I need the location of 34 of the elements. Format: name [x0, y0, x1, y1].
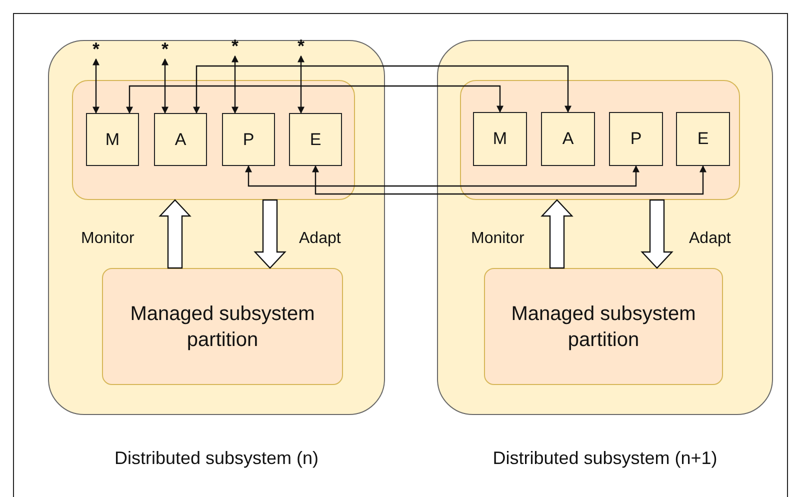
connector-arrow — [232, 55, 238, 114]
block-arrow — [640, 199, 674, 269]
mape-box: P — [609, 112, 663, 166]
subsystem-caption: Distributed subsystem (n) — [114, 448, 319, 469]
managed-partition-box: Managed subsystem partition — [484, 268, 723, 385]
managed-partition-box: Managed subsystem partition — [102, 268, 343, 385]
connector-arrow — [298, 55, 304, 114]
edge-label: Adapt — [688, 230, 732, 248]
connector-arrow — [245, 165, 640, 187]
star-symbol: * — [157, 40, 173, 56]
block-arrow — [540, 199, 574, 269]
star-symbol: * — [88, 40, 104, 56]
star-symbol: * — [293, 37, 309, 53]
mape-box: A — [154, 113, 207, 166]
mape-loop-panel — [460, 80, 740, 200]
star-symbol: * — [227, 37, 243, 53]
subsystem-panel — [48, 40, 385, 415]
edge-label: Adapt — [298, 230, 342, 248]
mape-box: M — [473, 112, 527, 166]
mape-box: M — [86, 113, 139, 166]
block-arrow — [158, 199, 192, 269]
mape-box: E — [676, 112, 730, 166]
mape-box: E — [289, 113, 342, 166]
connector-arrow — [92, 58, 100, 114]
mape-box: P — [222, 113, 275, 166]
subsystem-panel — [437, 40, 773, 415]
connector-arrow — [126, 85, 504, 114]
connector-arrow — [193, 65, 572, 114]
connector-arrow — [162, 58, 168, 114]
subsystem-caption: Distributed subsystem (n+1) — [492, 448, 718, 469]
block-arrow — [254, 199, 286, 269]
mape-box: A — [541, 112, 595, 166]
connector-arrow — [312, 165, 706, 195]
mape-loop-panel — [72, 80, 355, 200]
